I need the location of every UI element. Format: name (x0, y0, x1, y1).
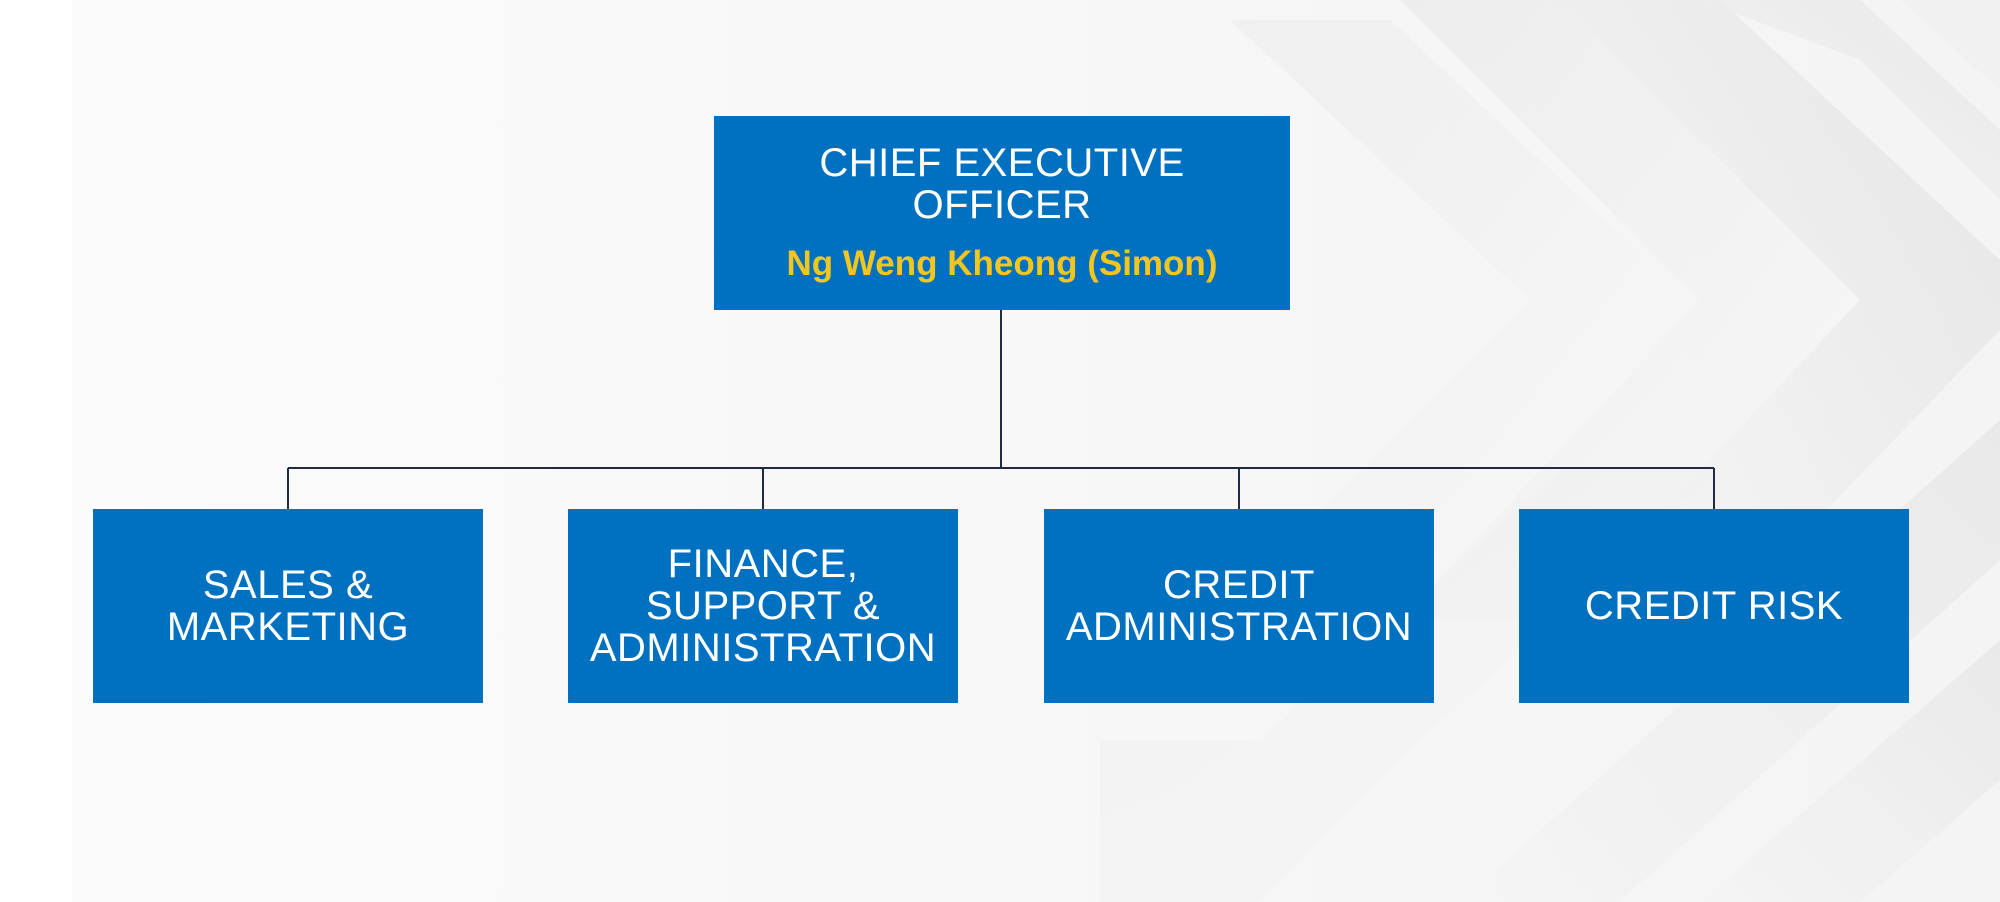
ceo-name: Ng Weng Kheong (Simon) (786, 244, 1218, 283)
department-node-credit-risk: CREDIT RISK (1519, 509, 1909, 703)
department-label: FINANCE, SUPPORT & ADMINISTRATION (589, 542, 937, 670)
connector-lines (287, 310, 1715, 509)
department-label: CREDIT ADMINISTRATION (1065, 563, 1413, 649)
department-node-credit-administration: CREDIT ADMINISTRATION (1044, 509, 1434, 703)
department-node-finance-support-administration: FINANCE, SUPPORT & ADMINISTRATION (568, 509, 958, 703)
department-label: SALES & MARKETING (166, 563, 410, 649)
ceo-title: CHIEF EXECUTIVE OFFICER (819, 141, 1185, 227)
department-label: CREDIT RISK (1584, 584, 1844, 628)
department-node-sales-marketing: SALES & MARKETING (93, 509, 483, 703)
ceo-node: CHIEF EXECUTIVE OFFICER Ng Weng Kheong (… (714, 116, 1290, 310)
